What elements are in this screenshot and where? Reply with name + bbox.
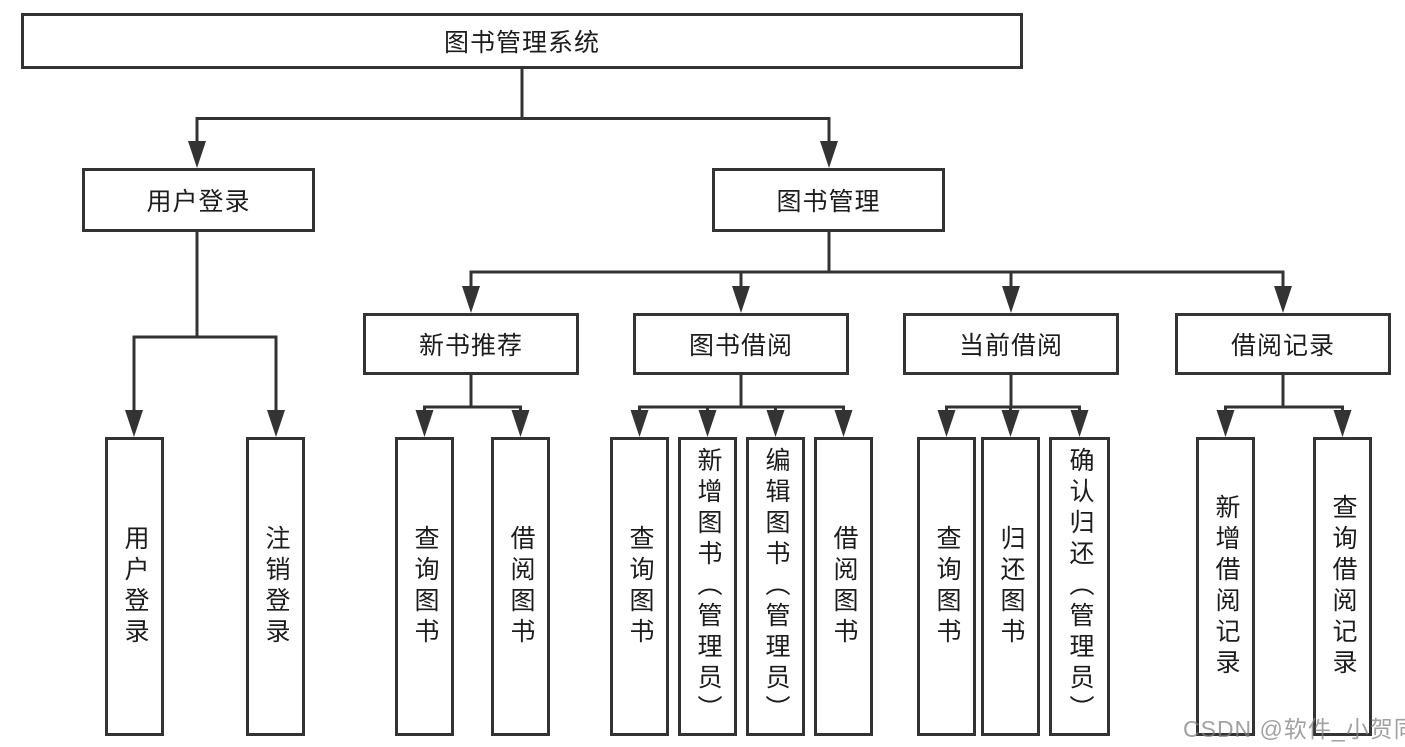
leaf-nb-borrow-book: 借阅图书 xyxy=(491,437,550,736)
arrowhead-bb-query xyxy=(630,410,649,437)
leaf-user-login-label: 用户登录 xyxy=(121,524,149,649)
arrowhead-book-borrow xyxy=(732,286,750,313)
node-user-login: 用户登录 xyxy=(82,168,315,232)
node-new-book-recommend-label: 新书推荐 xyxy=(418,332,523,360)
leaf-nb-query-book-label: 查询图书 xyxy=(411,524,439,649)
leaf-user-login: 用户登录 xyxy=(105,437,164,736)
arrowhead-cb-confirm xyxy=(1070,410,1089,437)
arrowhead-bb-borrow xyxy=(834,410,853,437)
node-root-label: 图书管理系统 xyxy=(443,29,600,57)
node-root-library-system: 图书管理系统 xyxy=(21,13,1023,69)
leaf-cb-return-book: 归还图书 xyxy=(981,437,1040,736)
arrowhead-br-query xyxy=(1333,410,1352,437)
leaf-logout-label: 注销登录 xyxy=(262,524,290,649)
arrowhead-leaf-logout xyxy=(267,410,285,437)
node-borrow-records-label: 借阅记录 xyxy=(1230,332,1335,360)
leaf-br-query-record: 查询借阅记录 xyxy=(1313,437,1372,736)
arrowhead-bb-edit xyxy=(766,410,785,437)
arrowhead-new-book xyxy=(462,286,480,313)
leaf-logout: 注销登录 xyxy=(246,437,305,736)
node-book-management-label: 图书管理 xyxy=(776,188,881,216)
node-new-book-recommend: 新书推荐 xyxy=(363,313,579,375)
arrowhead-bb-add xyxy=(698,410,717,437)
node-borrow-records: 借阅记录 xyxy=(1175,313,1391,375)
leaf-nb-query-book: 查询图书 xyxy=(395,437,454,736)
leaf-nb-borrow-book-label: 借阅图书 xyxy=(507,524,535,649)
node-book-borrow: 图书借阅 xyxy=(633,313,849,375)
arrowhead-cb-query xyxy=(937,410,956,437)
csdn-watermark: CSDN @软件_小贺同学 xyxy=(1183,716,1405,742)
leaf-cb-query-book: 查询图书 xyxy=(917,437,976,736)
arrowhead-br-add xyxy=(1216,410,1235,437)
node-book-borrow-label: 图书借阅 xyxy=(688,332,793,360)
leaf-bb-edit-book-admin: 编辑图书（管理员） xyxy=(746,437,805,736)
leaf-bb-edit-book-admin-label: 编辑图书（管理员） xyxy=(762,447,790,726)
arrowhead-book-management xyxy=(820,141,838,168)
leaf-cb-query-book-label: 查询图书 xyxy=(933,524,961,649)
leaf-cb-return-book-label: 归还图书 xyxy=(997,524,1025,649)
arrowhead-leaf-login xyxy=(125,410,143,437)
arrowhead-cb-return xyxy=(1001,410,1020,437)
leaf-br-add-record-label: 新增借阅记录 xyxy=(1212,493,1240,680)
arrowhead-borrow-records xyxy=(1274,286,1292,313)
arrowhead-nb-query xyxy=(415,410,434,437)
leaf-bb-query-book-label: 查询图书 xyxy=(626,524,654,649)
node-current-borrow-label: 当前借阅 xyxy=(958,332,1063,360)
leaf-bb-query-book: 查询图书 xyxy=(610,437,669,736)
leaf-cb-confirm-return-admin-label: 确认归还（管理员） xyxy=(1066,447,1094,726)
arrowhead-user-login xyxy=(188,141,206,168)
leaf-bb-add-book-admin: 新增图书（管理员） xyxy=(678,437,737,736)
node-current-borrow: 当前借阅 xyxy=(903,313,1119,375)
leaf-bb-borrow-book: 借阅图书 xyxy=(814,437,873,736)
leaf-br-query-record-label: 查询借阅记录 xyxy=(1329,493,1357,680)
leaf-bb-add-book-admin-label: 新增图书（管理员） xyxy=(694,447,722,726)
arrowhead-nb-borrow xyxy=(511,410,530,437)
node-book-management: 图书管理 xyxy=(712,168,945,232)
leaf-bb-borrow-book-label: 借阅图书 xyxy=(830,524,858,649)
arrowhead-current-borrow xyxy=(1002,286,1020,313)
leaf-br-add-record: 新增借阅记录 xyxy=(1196,437,1255,736)
node-user-login-label: 用户登录 xyxy=(146,188,251,216)
leaf-cb-confirm-return-admin: 确认归还（管理员） xyxy=(1049,437,1110,736)
